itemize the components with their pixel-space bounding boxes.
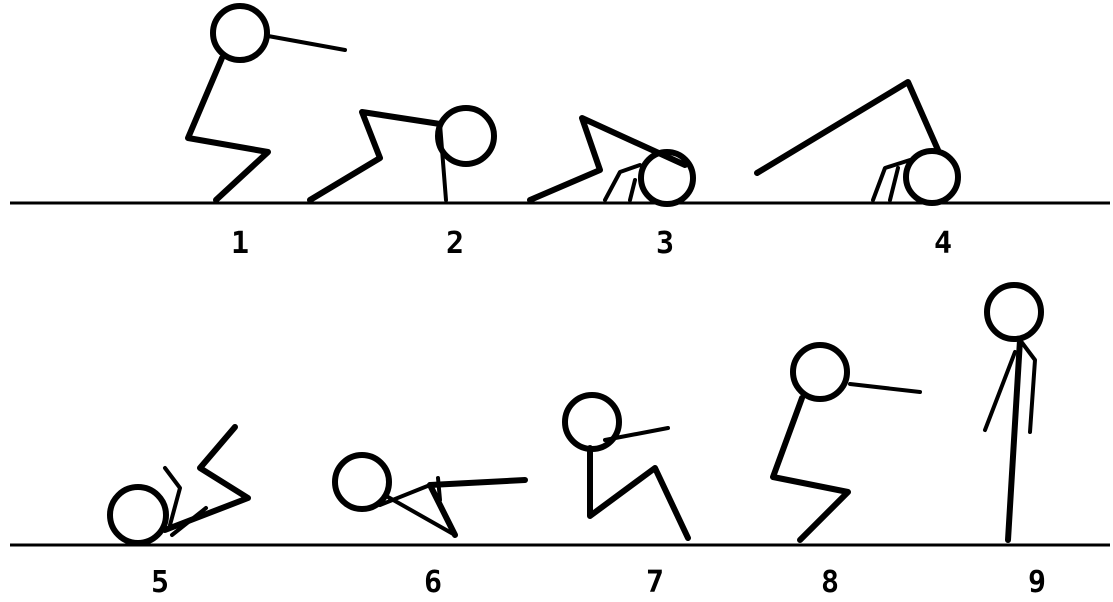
stick-figure-6 xyxy=(335,455,525,535)
frame-label-5: 5 xyxy=(151,565,169,600)
stick-figure-3 xyxy=(530,118,693,204)
frame-label-9: 9 xyxy=(1028,565,1046,600)
stick-figure-4 xyxy=(757,82,958,203)
frame-label-4: 4 xyxy=(934,226,952,261)
stick-figure-7 xyxy=(565,395,688,538)
frame-label-6: 6 xyxy=(424,565,442,600)
frame-label-2: 2 xyxy=(446,226,464,261)
stick-figure-8 xyxy=(773,345,920,540)
frame-label-7: 7 xyxy=(646,565,664,600)
stick-figure-9 xyxy=(985,285,1041,540)
stick-figure-2 xyxy=(310,108,494,200)
stick-figure-1 xyxy=(188,6,345,200)
frame-label-3: 3 xyxy=(656,226,674,261)
stick-figure-5 xyxy=(110,427,248,543)
frame-label-1: 1 xyxy=(231,226,249,261)
frame-label-8: 8 xyxy=(821,565,839,600)
